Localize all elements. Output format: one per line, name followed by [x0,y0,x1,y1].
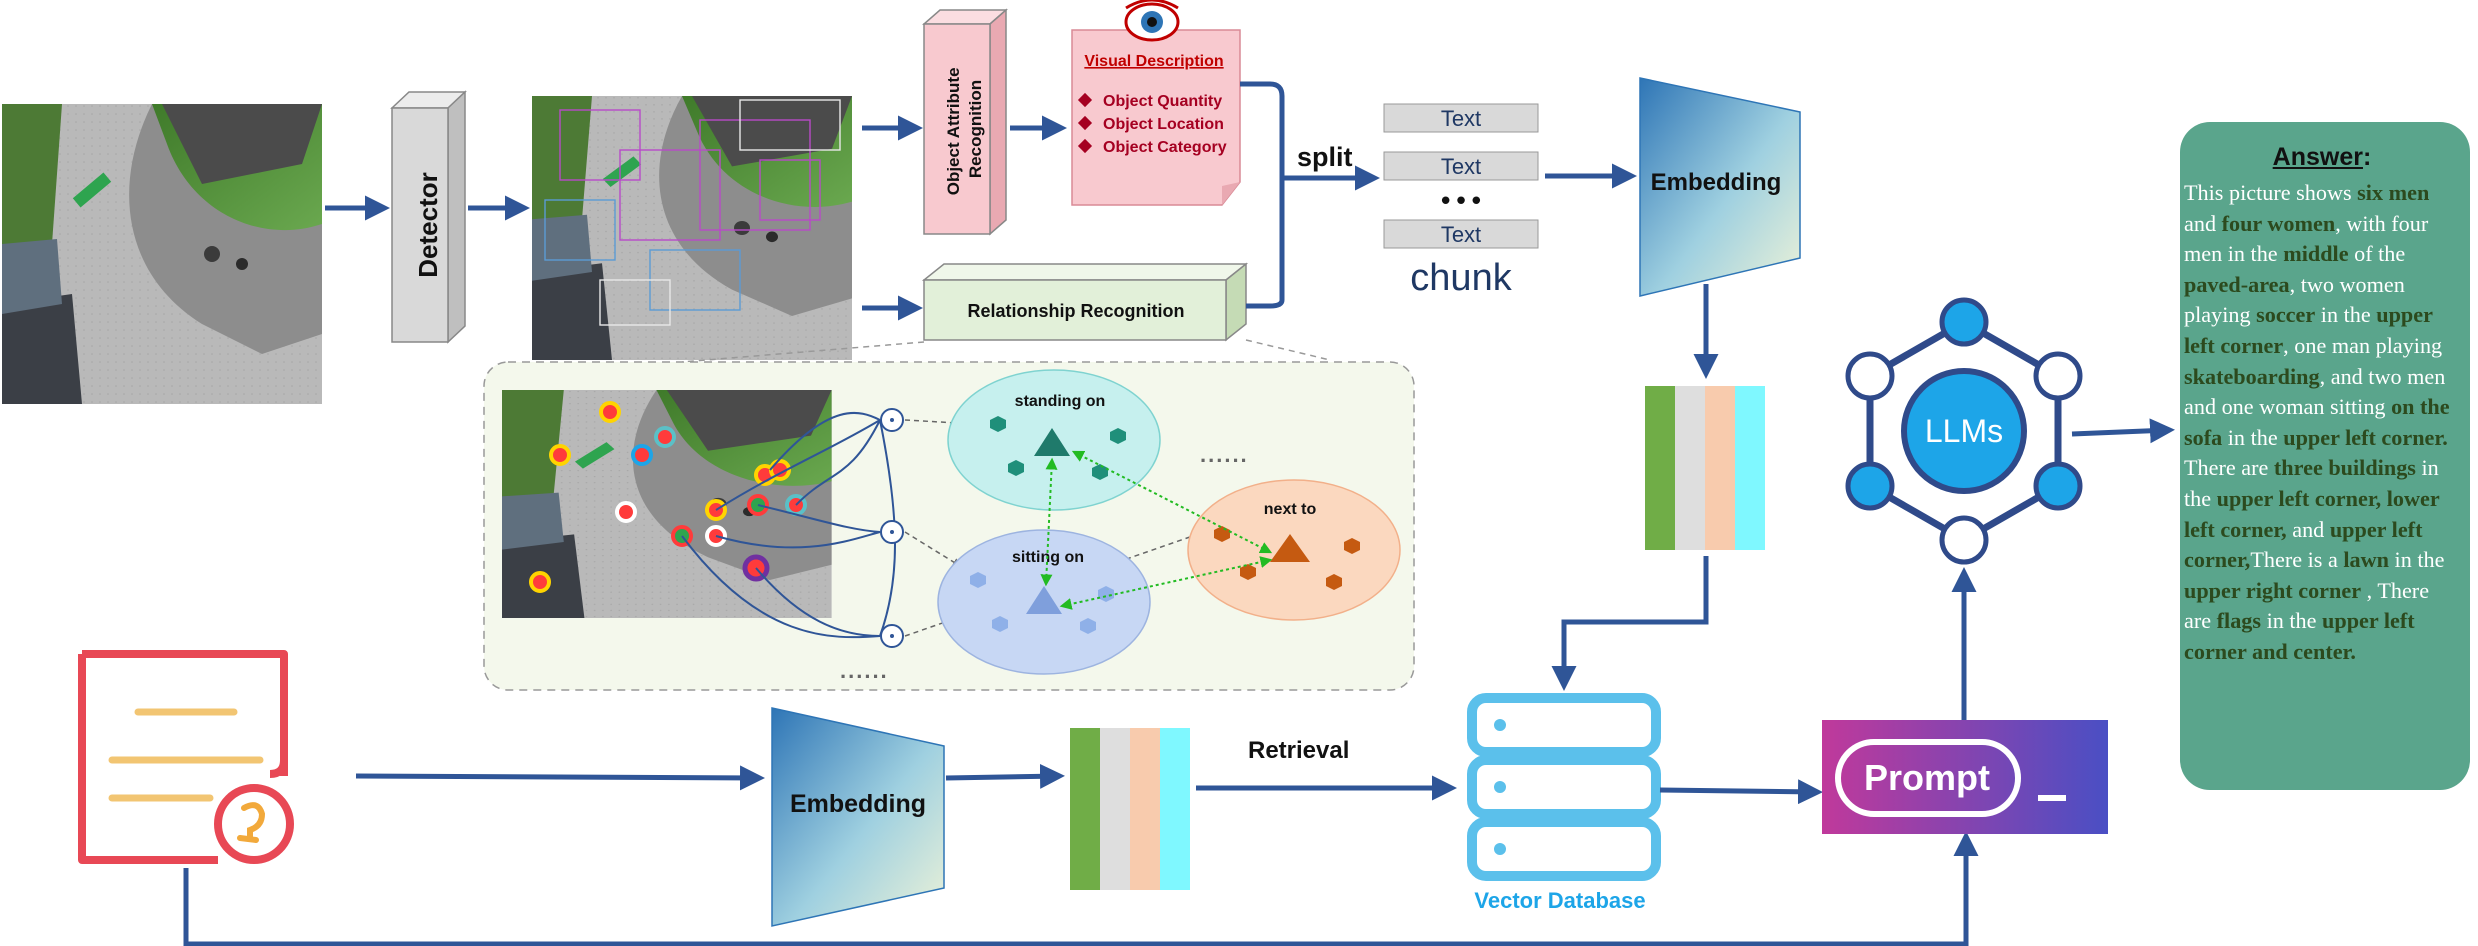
chunk-text-3: Text [1441,222,1481,247]
relation-sitting-on: sitting on [937,529,1151,675]
relationship-recognition-box: Relationship Recognition [921,262,1249,342]
answer-text-segment: of the [2348,241,2406,267]
answer-keyword: four women [2221,210,2336,236]
answer-text-segment: This picture shows [2184,180,2358,205]
object-attribute-recognition-box: Object Attribute Recognition [922,8,1008,236]
answer-keyword: on the sofa [2184,394,2450,450]
embedding-bottom-label: Embedding [790,790,926,818]
answer-keyword: upper left corner, [2184,516,2423,573]
arrow-llms-to-answer [2071,418,2175,444]
relation-standing-on: standing on [947,369,1161,511]
answer-text-segment: in the [2261,608,2323,634]
answer-text-segment: , one man playing [2283,332,2443,358]
arrow-stripes-to-db [1551,556,1709,691]
zoom-connector-right [1245,339,1331,361]
answer-text-segment: , two women playing [2184,271,2405,328]
vector-database-label: Vector Database [1474,888,1645,913]
answer-text-segment: and [2286,516,2330,542]
visual-description-title: Visual Description [1084,53,1223,70]
relationship-recognition-label: Relationship Recognition [967,301,1184,321]
answer-keyword: upper left corner and center. [2184,608,2415,664]
attr-object-quantity: Object Quantity [1103,93,1222,110]
arrow-embedding-to-stripes [945,763,1065,789]
detected-aerial-image [532,96,852,360]
detector-box: Detector [390,90,467,344]
attr-line-1: Object Attribute [944,67,963,195]
llms-label: LLMs [1925,413,2003,449]
detector-label: Detector [413,172,443,277]
chunk-text-1: Text [1441,106,1481,131]
attribute-list: Object Quantity Object Location Object C… [1077,92,1227,156]
answer-keyword: lawn [2343,547,2389,573]
object-markers [529,401,807,593]
prompt-label: Prompt [1864,757,1990,798]
attr-object-location: Object Location [1103,116,1224,133]
answer-keyword: upper left corner [2184,302,2433,358]
answer-keyword: upper right corner [2184,577,2362,603]
arrow-doc-to-embedding [355,765,765,791]
answer-text-segment: in the [2389,547,2445,573]
answer-text-segment: in the [2184,455,2439,511]
answer-keyword: six men [2357,180,2430,205]
answer-text-segment: There are [2184,455,2274,481]
zoom-connector-left [681,341,925,363]
answer-panel: Answer: This picture shows six men and f… [2180,122,2470,790]
link-to-sitting [904,531,962,567]
answer-keyword: soccer [2256,302,2316,328]
attr-object-category: Object Category [1103,139,1227,156]
answer-keyword: upper left corner. [2283,424,2448,450]
answer-text-segment: , with four men in the [2184,210,2429,267]
answer-text: This picture shows six men and four wome… [2184,178,2460,668]
relation-arrows [1040,450,1273,610]
standing-on-label: standing on [1015,393,1106,410]
panel-aerial-image [502,390,832,618]
object-attribute-recognition-label: Object Attribute Recognition [944,63,985,196]
marker-links [681,412,896,639]
vector-stripes-top [1645,386,1765,550]
document-icon [78,650,294,864]
embedding-top-label: Embedding [1651,169,1782,196]
ellipsis-right: ...... [1200,442,1249,467]
answer-keyword: three buildings [2273,455,2416,481]
answer-text-segment: , and two men and one woman sitting [2184,363,2446,420]
answer-text-segment: in the [2222,424,2284,450]
answer-text-segment: and [2184,210,2222,236]
vector-database-icon: Vector Database [1467,693,1661,913]
answer-text-segment: , There are [2184,577,2430,634]
hub-nodes [880,408,904,648]
arrow-db-to-prompt [1659,779,1823,805]
vector-stripes-bottom [1070,728,1190,890]
arrow-doc-to-prompt [183,831,1979,946]
embedding-bottom: Embedding [771,707,945,927]
answer-text-segment: in the [2315,302,2377,328]
merge-line-description [1240,81,1285,309]
answer-keyword: flags [2216,608,2262,634]
relation-next-to: next to [1187,479,1401,621]
answer-title: Answer: [2272,143,2372,171]
answer-keyword: upper left corner, lower left corner, [2184,485,2440,542]
retrieval-label: Retrieval [1248,737,1349,764]
ellipsis-bottom: ...... [840,658,889,683]
embedding-top: Embedding [1639,77,1801,297]
chunk-label: chunk [1410,257,1512,299]
chunk-text-2: Text [1441,154,1481,179]
answer-keyword: middle [2283,241,2349,267]
visual-description-note: Visual Description Object Quantity Objec… [1071,0,1241,206]
chunk-ellipsis: ••• [1438,187,1484,217]
split-label: split [1297,142,1353,172]
chunk-list: Text Text ••• Text chunk [1383,103,1539,299]
next-to-label: next to [1264,501,1317,518]
eye-icon [1124,0,1180,42]
attr-line-2: Recognition [966,80,985,178]
input-aerial-image [2,104,322,404]
answer-keyword: paved-area [2184,271,2290,297]
llms-network-icon: LLMs [1845,297,2083,565]
prompt-icon: Prompt [1822,720,2108,834]
answer-keyword: skateboarding [2184,363,2320,389]
answer-text-segment: There is a [2250,547,2344,573]
